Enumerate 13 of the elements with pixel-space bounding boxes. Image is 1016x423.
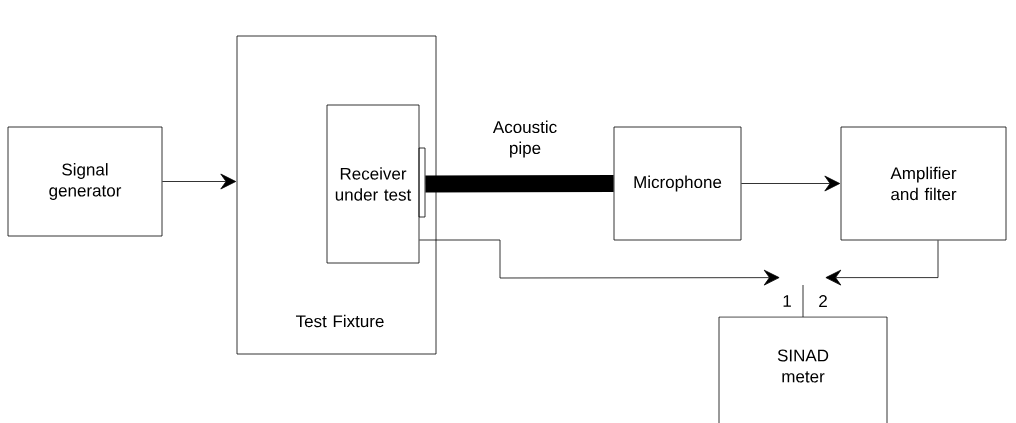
acoustic-pipe — [425, 175, 614, 193]
block-box: Signal generator — [7, 126, 163, 237]
arrow — [419, 239, 780, 286]
arrow — [162, 173, 237, 190]
arrow — [825, 240, 939, 286]
block-box: Microphone — [613, 126, 742, 241]
block-box: Amplifier and filter — [840, 126, 1007, 241]
arrow — [741, 175, 841, 192]
port-label: 2 — [819, 295, 827, 307]
port-label: 1 — [783, 295, 791, 307]
edge-label: Acoustic pipe — [492, 120, 557, 158]
block-box: Receiver under test — [326, 104, 420, 264]
meter-box: SINAD meter — [718, 316, 888, 423]
